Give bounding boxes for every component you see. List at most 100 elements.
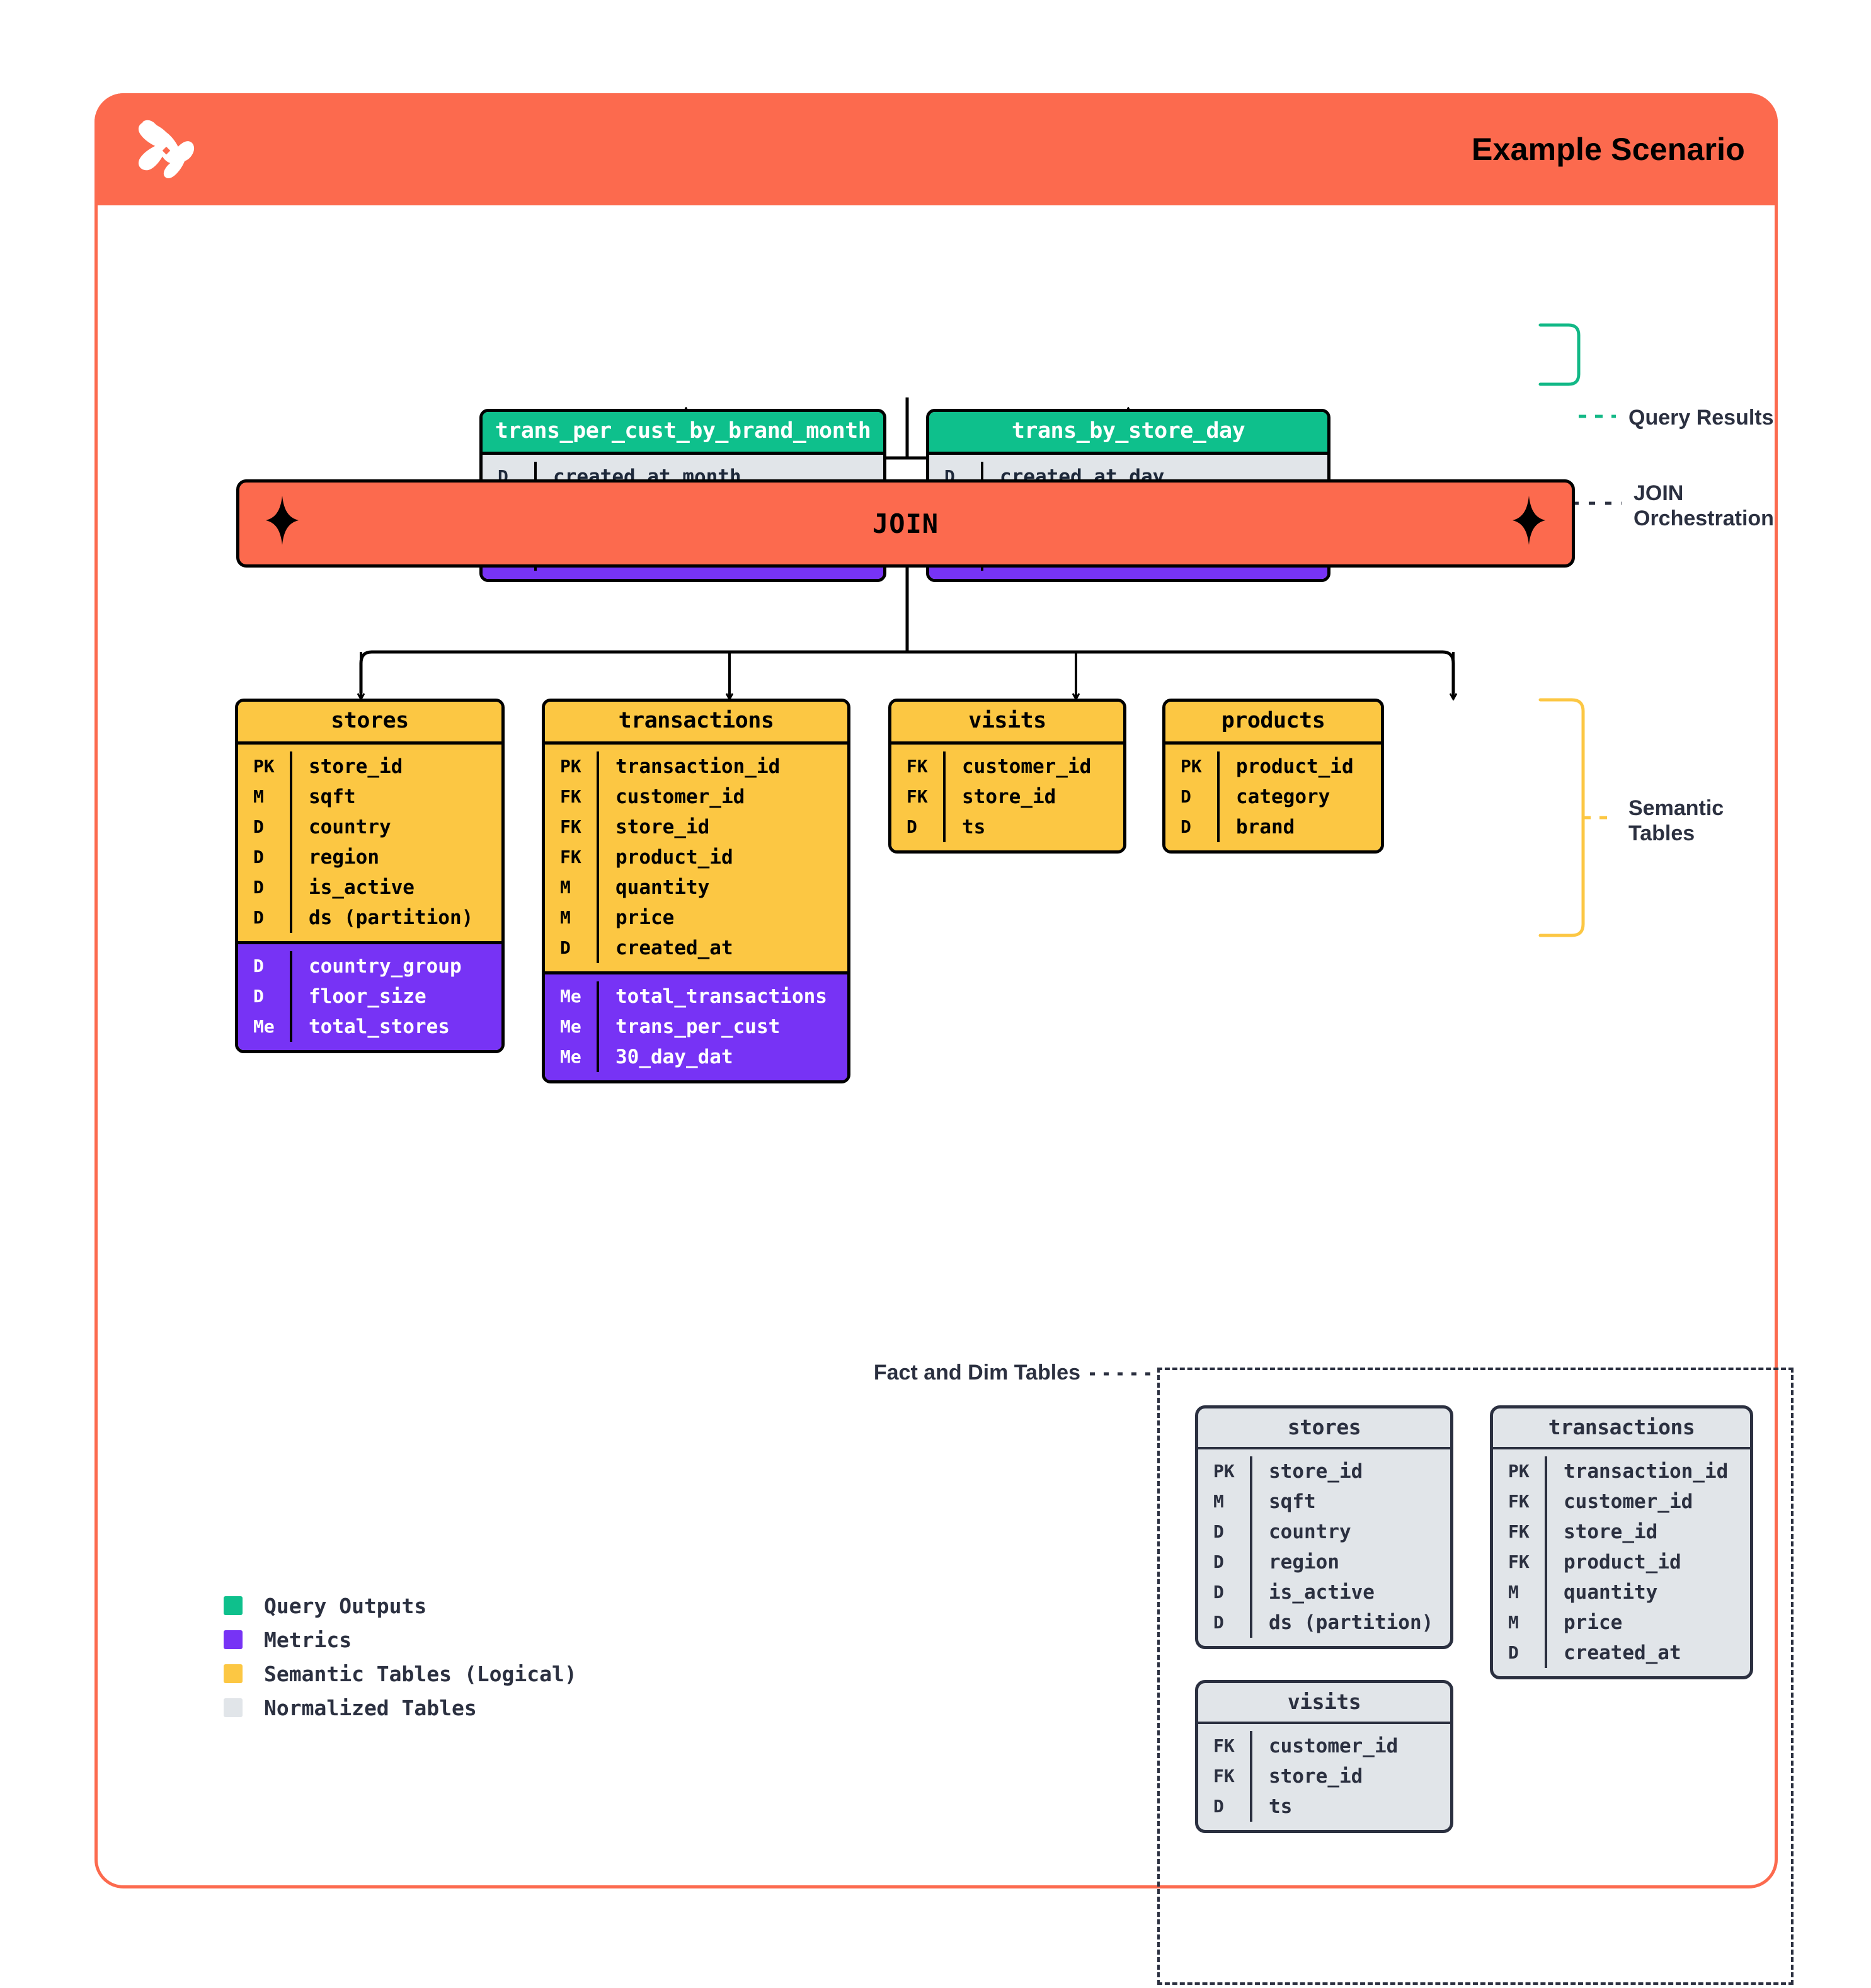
row-field: created_at <box>615 936 733 959</box>
row-field: customer_id <box>1564 1490 1693 1513</box>
row-key: Me <box>545 1012 599 1042</box>
row-key: M <box>1493 1577 1547 1608</box>
table-row: PK product_id <box>1165 751 1381 782</box>
annotation-join-orchestration: JOIN Orchestration <box>1634 481 1774 531</box>
legend-swatch <box>224 1698 243 1717</box>
row-field: ts <box>962 815 986 838</box>
legend-swatch <box>224 1664 243 1683</box>
legend-item-semantic-tables: Semantic Tables (Logical) <box>224 1657 577 1691</box>
table-title: trans_by_store_day <box>929 412 1327 455</box>
row-key: Me <box>545 1042 599 1072</box>
row-key: PK <box>238 751 292 782</box>
table-row: FK product_id <box>545 842 847 872</box>
row-key: Me <box>238 1012 292 1042</box>
table-title: trans_per_cust_by_brand_month <box>483 412 883 455</box>
annotation-query-results: Query Results <box>1628 405 1774 430</box>
annotation-label-line2: Tables <box>1628 821 1695 846</box>
annotation-label-line2: Orchestration <box>1634 506 1774 531</box>
row-key: PK <box>545 751 599 782</box>
card-header: Example Scenario <box>94 93 1778 205</box>
row-field: product_id <box>1564 1550 1681 1574</box>
row-field: product_id <box>615 845 733 869</box>
row-key: FK <box>891 782 946 812</box>
legend-label: Normalized Tables <box>264 1695 477 1720</box>
row-field: product_id <box>1236 755 1354 778</box>
legend-label: Metrics <box>264 1627 352 1652</box>
row-field: quantity <box>615 876 710 899</box>
table-row: FK customer_id <box>1493 1487 1750 1517</box>
row-field: brand <box>1236 815 1295 838</box>
row-key: M <box>545 872 599 903</box>
row-field: 30_day_dat <box>615 1045 733 1068</box>
table-title: transactions <box>1493 1408 1750 1449</box>
row-field: customer_id <box>615 785 745 808</box>
row-key: Me <box>545 981 599 1012</box>
annotation-label: Query Results <box>1628 406 1774 430</box>
row-field: region <box>1269 1550 1339 1574</box>
row-field: sqft <box>309 785 356 808</box>
row-key: PK <box>1165 751 1220 782</box>
row-field: country <box>309 815 391 838</box>
row-key: D <box>1198 1791 1252 1822</box>
row-field: category <box>1236 785 1330 808</box>
row-field: store_id <box>962 785 1056 808</box>
row-field: transaction_id <box>615 755 781 778</box>
row-key: FK <box>545 842 599 872</box>
row-field: store_id <box>1269 1764 1363 1788</box>
row-field: created_at <box>1564 1641 1681 1664</box>
table-title: visits <box>1198 1683 1450 1724</box>
row-key: M <box>1198 1487 1252 1517</box>
sparkle-diamond-icon <box>1513 496 1545 551</box>
row-field: floor_size <box>309 985 426 1008</box>
table-title: visits <box>891 702 1123 745</box>
table-row: Me trans_per_cust <box>545 1012 847 1042</box>
row-key: D <box>238 842 292 872</box>
row-key: D <box>1198 1577 1252 1608</box>
row-key: D <box>1198 1608 1252 1638</box>
sparkle-diamond-icon <box>266 496 299 551</box>
row-key: FK <box>1493 1487 1547 1517</box>
row-field: trans_per_cust <box>615 1015 781 1038</box>
page-title: Example Scenario <box>1472 132 1745 167</box>
join-orchestration-bar[interactable]: JOIN <box>236 479 1575 568</box>
row-key: M <box>238 782 292 812</box>
legend-item-metrics: Metrics <box>224 1623 577 1657</box>
table-row: PK transaction_id <box>545 751 847 782</box>
row-key: D <box>1493 1638 1547 1668</box>
row-field: sqft <box>1269 1490 1316 1513</box>
row-field: is_active <box>1269 1580 1375 1604</box>
